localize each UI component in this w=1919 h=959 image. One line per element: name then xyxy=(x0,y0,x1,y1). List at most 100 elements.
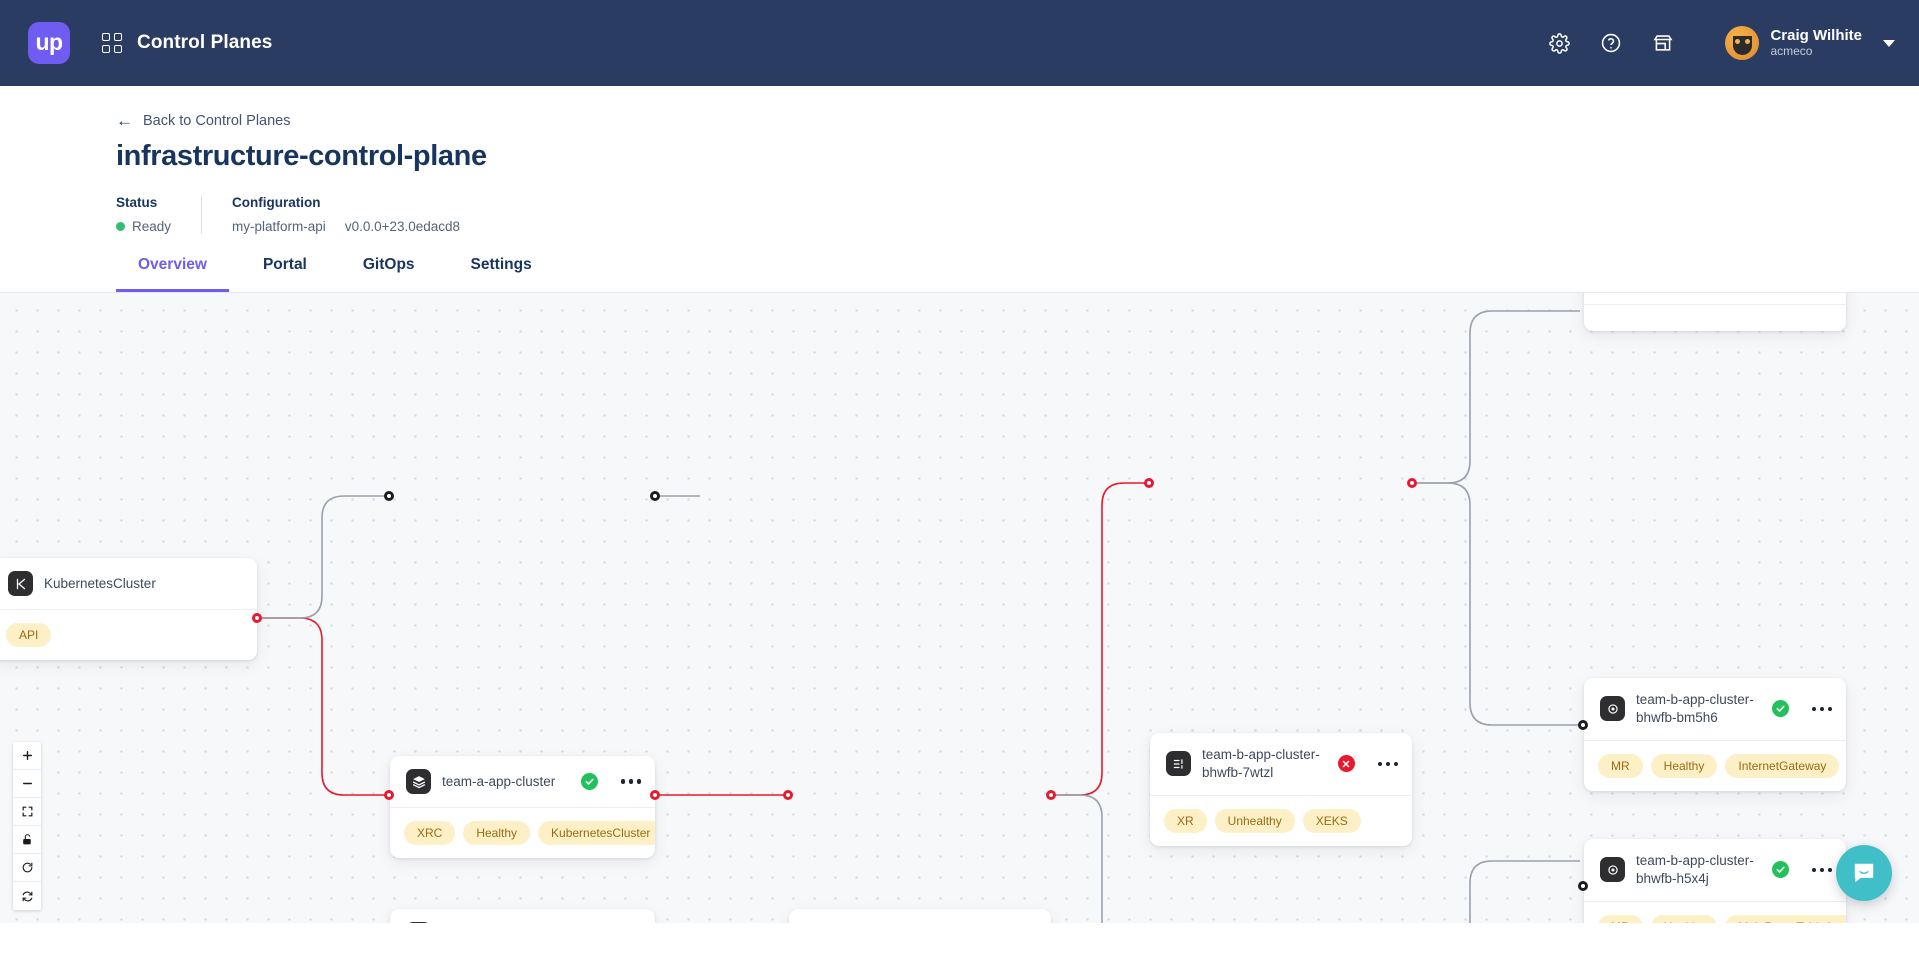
configuration-block: Configuration my-platform-api v0.0.0+23.… xyxy=(201,195,490,234)
tab-overview[interactable]: Overview xyxy=(116,256,229,292)
node-handle-left[interactable] xyxy=(783,790,793,800)
grid-icon xyxy=(102,33,122,53)
graph-node[interactable]: team-a-app-cluster XRC Healthy Kubernete… xyxy=(390,756,655,858)
node-handle-left[interactable] xyxy=(1144,478,1154,488)
node-handle-left[interactable] xyxy=(384,491,394,501)
node-badges: MR Healthy MainRouteTableAssociation xyxy=(1584,902,1846,923)
back-to-control-planes-link[interactable]: ← Back to Control Planes xyxy=(116,112,291,129)
chevron-down-icon[interactable] xyxy=(1883,39,1895,47)
node-handle-right[interactable] xyxy=(1046,790,1056,800)
top-navigation-bar: up Control Planes xyxy=(0,0,1919,86)
zoom-in-button[interactable] xyxy=(13,742,41,770)
grid-cell xyxy=(114,45,122,53)
node-header: KubernetesCluster xyxy=(0,558,257,610)
refresh-icon[interactable] xyxy=(13,854,41,882)
graph-node[interactable] xyxy=(1584,293,1846,331)
tab-gitops[interactable]: GitOps xyxy=(362,256,415,273)
tab-portal[interactable]: Portal xyxy=(262,256,307,273)
node-header: team-b-app-cluster-bhwfb-bm5h6 xyxy=(1584,678,1846,741)
lock-open-icon[interactable] xyxy=(13,826,41,854)
graph-node[interactable]: team-b-app-cluster XRC Unhealthy Kuberne… xyxy=(390,909,655,923)
badge-health: Healthy xyxy=(463,821,531,845)
node-header: team-b-app-cluster-bhwfb xyxy=(789,909,1051,923)
status-value: Ready xyxy=(116,219,171,234)
tab-bar: Overview Portal GitOps Settings xyxy=(0,256,1919,292)
logo-text: up xyxy=(35,28,63,55)
node-title: team-b-app-cluster-bhwfb-bm5h6 xyxy=(1636,692,1754,725)
node-more-options[interactable] xyxy=(620,775,643,788)
tab-settings[interactable]: Settings xyxy=(470,256,532,273)
node-header xyxy=(1584,293,1846,305)
node-more-options[interactable] xyxy=(1811,864,1834,877)
node-title: team-b-app-cluster-bhwfb-h5x4j xyxy=(1636,853,1754,886)
composite-icon xyxy=(1166,751,1191,777)
nav-title: Control Planes xyxy=(137,32,273,53)
managed-resource-icon xyxy=(1600,696,1625,722)
back-link-label: Back to Control Planes xyxy=(143,112,291,129)
store-icon[interactable] xyxy=(1649,29,1677,57)
node-header: team-a-app-cluster xyxy=(390,756,655,808)
graph-edges xyxy=(262,310,1580,923)
question-circle-icon[interactable] xyxy=(1597,29,1625,57)
upbound-logo[interactable]: up xyxy=(28,22,70,64)
zoom-out-button[interactable] xyxy=(13,770,41,798)
user-org: acmeco xyxy=(1770,43,1813,58)
sync-icon[interactable] xyxy=(13,882,41,910)
chat-launcher[interactable] xyxy=(1836,845,1892,901)
status-label: Status xyxy=(116,195,158,210)
graph-node[interactable]: team-b-app-cluster-bhwfb XR Unhealthy XK… xyxy=(789,909,1051,923)
node-handle-left[interactable] xyxy=(1578,881,1588,891)
node-handle-right[interactable] xyxy=(252,613,262,623)
stack-icon xyxy=(406,769,431,794)
badge-type: InternetGateway xyxy=(1725,753,1840,778)
graph-node[interactable]: team-b-app-cluster-bhwfb-bm5h6 MR Health… xyxy=(1584,678,1846,791)
badge-health: Healthy xyxy=(1650,753,1718,778)
badge-kind: API xyxy=(6,623,52,647)
node-more-options[interactable] xyxy=(1811,703,1834,716)
badge-type: KubernetesCluster xyxy=(538,821,655,845)
node-badges: XR Unhealthy XEKS xyxy=(1150,796,1412,846)
resource-graph-canvas[interactable]: KubernetesCluster API team-a-app-cluster… xyxy=(0,292,1919,923)
graph-node[interactable]: team-b-app-cluster-bhwfb-7wtzl XR Unheal… xyxy=(1150,733,1412,846)
configuration-version: v0.0.0+23.0edacd8 xyxy=(344,219,461,234)
node-title: team-a-app-cluster xyxy=(442,773,556,789)
node-handle-right[interactable] xyxy=(650,790,660,800)
grid-cell xyxy=(102,45,110,53)
status-badge-healthy xyxy=(1771,700,1789,718)
node-handle-right[interactable] xyxy=(650,491,660,501)
managed-resource-icon xyxy=(1600,857,1625,883)
node-header: team-b-app-cluster-bhwfb-h5x4j xyxy=(1584,839,1846,902)
graph-node[interactable]: KubernetesCluster API xyxy=(0,558,257,660)
meta-row: Status Ready Configuration my-platform-a… xyxy=(116,195,1919,234)
user-info: Craig Wilhite acmeco xyxy=(1770,27,1862,58)
page-header: ← Back to Control Planes infrastructure-… xyxy=(0,86,1919,234)
node-header: team-b-app-cluster xyxy=(390,909,655,923)
user-name: Craig Wilhite xyxy=(1770,27,1862,45)
badge-kind: MR xyxy=(1598,753,1643,778)
user-menu[interactable]: Craig Wilhite acmeco xyxy=(1725,26,1895,60)
badge-health: Unhealthy xyxy=(1214,808,1295,833)
node-header: team-b-app-cluster-bhwfb-7wtzl xyxy=(1150,733,1412,796)
node-title: KubernetesCluster xyxy=(44,575,156,591)
node-badges xyxy=(1584,305,1846,331)
status-dot-icon xyxy=(116,222,125,231)
gear-icon[interactable] xyxy=(1545,29,1573,57)
node-more-options[interactable] xyxy=(1377,758,1400,771)
status-badge-unhealthy xyxy=(1337,755,1355,773)
graph-node[interactable]: team-b-app-cluster-bhwfb-h5x4j MR Health… xyxy=(1584,839,1846,923)
badge-type: MainRouteTableAssociation xyxy=(1725,914,1846,923)
configuration-name: my-platform-api xyxy=(232,219,326,234)
grid-cell xyxy=(102,33,110,41)
page-title: infrastructure-control-plane xyxy=(116,140,487,172)
badge-kind: MR xyxy=(1598,914,1643,923)
fit-view-button[interactable] xyxy=(13,798,41,826)
node-handle-left[interactable] xyxy=(384,790,394,800)
configuration-value: my-platform-api v0.0.0+23.0edacd8 xyxy=(232,219,460,234)
status-text: Ready xyxy=(132,219,172,234)
node-handle-right[interactable] xyxy=(1407,478,1417,488)
node-handle-left[interactable] xyxy=(1578,720,1588,730)
status-block: Status Ready xyxy=(116,195,201,234)
node-title: team-b-app-cluster-bhwfb xyxy=(841,922,966,923)
status-badge-healthy xyxy=(1771,861,1789,879)
canvas-controls xyxy=(13,742,41,910)
